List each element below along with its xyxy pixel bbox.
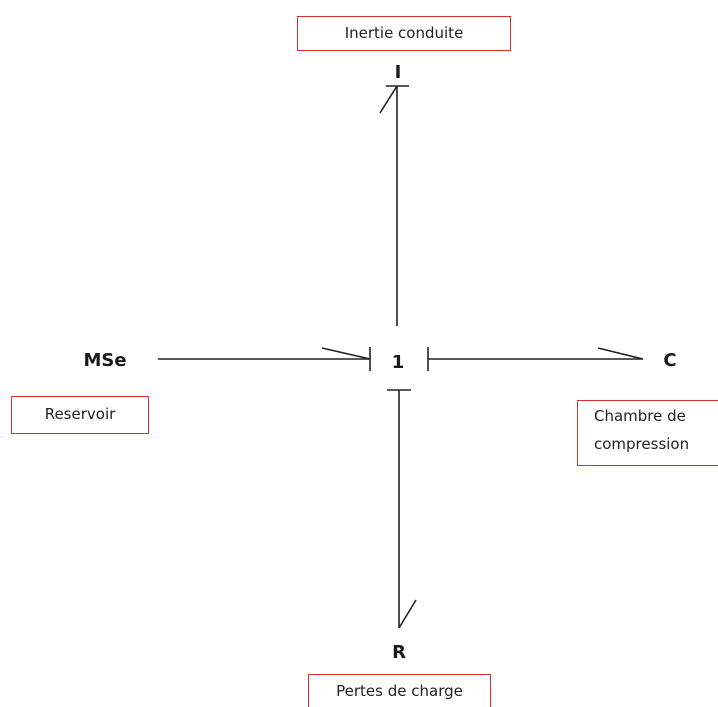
bond-junction-to-r <box>387 389 417 629</box>
compliance-label-line1: Chambre de <box>594 407 686 425</box>
compliance-label-box: Chambre de compression <box>577 400 718 466</box>
inertia-node: I <box>395 62 402 83</box>
source-label: Reservoir <box>44 405 116 423</box>
resistance-label-box: Pertes de charge <box>308 674 491 707</box>
bond-mse-to-junction <box>158 347 371 371</box>
bond-junction-to-i <box>379 85 409 326</box>
resistance-node: R <box>392 642 406 663</box>
inertia-label: Inertie conduite <box>344 24 464 42</box>
resistance-label: Pertes de charge <box>336 682 463 700</box>
junction-node: 1 <box>392 352 405 373</box>
bond-junction-to-c <box>427 347 644 371</box>
compliance-label-line2: compression <box>594 435 690 453</box>
compliance-node: C <box>663 350 676 371</box>
inertia-label-box: Inertie conduite <box>297 16 511 51</box>
mse-node: MSe <box>83 350 126 371</box>
source-label-box: Reservoir <box>11 396 149 434</box>
